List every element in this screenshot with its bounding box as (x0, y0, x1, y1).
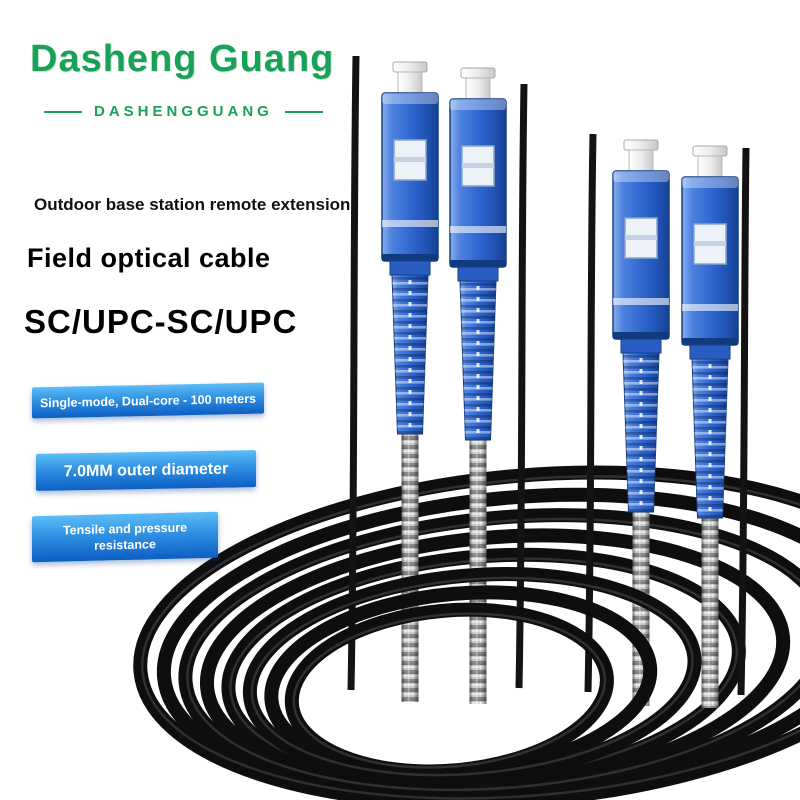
brand-rule-left-icon (44, 110, 82, 113)
feature-badge-durability: Tensile and pressure resistance (32, 511, 218, 563)
drop-cable-4 (737, 147, 750, 696)
brand-subtitle: DASHENGGUANG (44, 103, 334, 120)
connector-model-text: SC/UPC-SC/UPC (24, 303, 298, 340)
cable-coil-front (242, 567, 702, 786)
brand-subtitle-text: DASHENGGUANG (94, 103, 273, 120)
sc-connector-4 (680, 144, 740, 520)
brand-rule-right-icon (284, 110, 323, 113)
armored-cable-4 (701, 514, 719, 708)
product-name-text: Field optical cable (27, 243, 271, 273)
brand-logo: Dasheng Guang DASHENGGUANG (30, 38, 334, 120)
sc-connector-1 (380, 60, 440, 436)
sc-connector-2 (448, 66, 508, 442)
armored-cable-1 (401, 430, 419, 702)
brand-name: Dasheng Guang (30, 38, 335, 80)
feature-badge-spec: Single-mode, Dual-core - 100 meters (32, 382, 264, 419)
sc-connector-3 (611, 138, 671, 514)
tagline-text: Outdoor base station remote extension (34, 195, 351, 214)
feature-badge-diameter: 7.0MM outer diameter (36, 450, 256, 491)
